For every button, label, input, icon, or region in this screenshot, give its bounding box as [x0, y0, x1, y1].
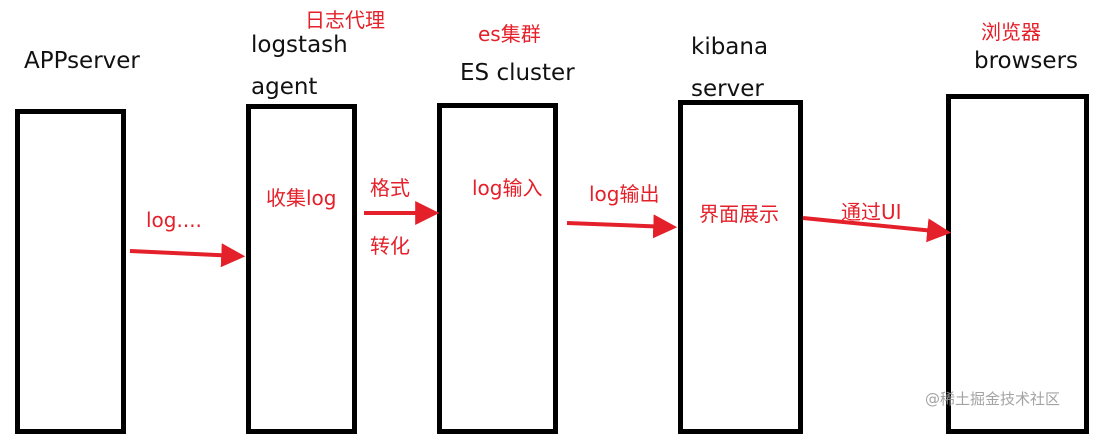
logstash-inner-text: 收集log [266, 186, 337, 210]
es-annotation: es集群 [478, 22, 541, 46]
browsers-box [946, 94, 1089, 434]
arrow-label-log-output: log输出 [589, 182, 660, 206]
watermark: @稀土掘金技术社区 [925, 390, 1061, 408]
logstash-annotation: 日志代理 [305, 8, 385, 32]
arrow-appserver-to-logstash [129, 243, 246, 268]
es-inner-text: log输入 [472, 176, 543, 200]
arrow-kibana-to-browsers [802, 216, 952, 243]
arrow-label-via-ui: 通过UI [841, 200, 902, 224]
logstash-label-line1: logstash [251, 32, 348, 58]
es-cluster-label: ES cluster [460, 60, 575, 86]
arrow-label-format-line2: 转化 [370, 234, 410, 258]
logstash-label-line2: agent [251, 74, 318, 100]
arrow-label-log: log.... [146, 208, 202, 232]
browsers-label: browsers [974, 48, 1079, 74]
appserver-label: APPserver [24, 48, 140, 74]
arrows-layer [129, 201, 952, 268]
browsers-annotation: 浏览器 [981, 20, 1041, 44]
kibana-inner-text: 界面展示 [699, 202, 779, 226]
kibana-label-line1: kibana [691, 34, 769, 60]
logstash-agent-box [246, 104, 357, 434]
es-cluster-box [437, 103, 558, 434]
appserver-box [15, 109, 126, 434]
arrow-es-to-kibana [566, 214, 678, 239]
kibana-label-line2: server [691, 76, 764, 102]
arrow-label-format-line1: 格式 [370, 176, 410, 200]
